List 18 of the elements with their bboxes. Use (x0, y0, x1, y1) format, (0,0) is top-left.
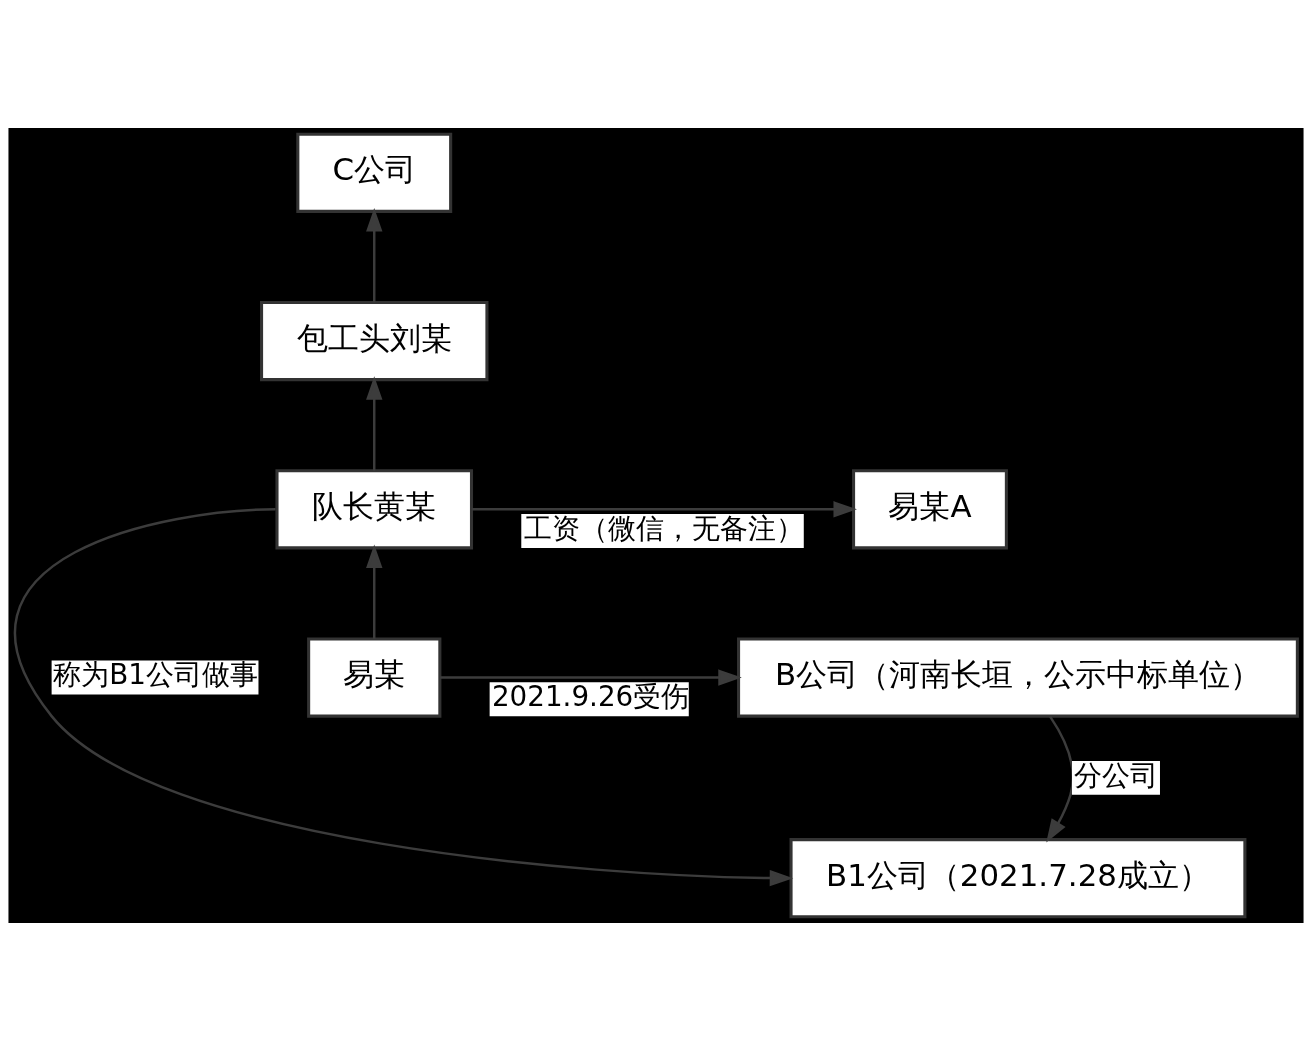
arrow (440, 668, 742, 686)
node-box: 队长黄某 (275, 468, 474, 549)
node-box: 易某A (852, 468, 1008, 549)
edge-label: 称为B1公司做事 (53, 657, 258, 691)
arrow (366, 207, 383, 302)
arrow (1046, 715, 1074, 843)
edge-label: 分公司 (1074, 758, 1159, 792)
node-box: 易某 (307, 636, 442, 718)
arrow (471, 500, 857, 517)
node-box: B1公司（2021.7.28成立） (789, 837, 1247, 918)
node-box: 包工头刘某 (260, 300, 489, 381)
edge-label: 2021.9.26受伤 (491, 679, 690, 713)
arrow (14, 507, 794, 886)
arrow (366, 375, 383, 471)
node-box: C公司 (296, 132, 453, 213)
arrow (366, 544, 383, 639)
edge-label: 工资（微信，无备注） (523, 511, 804, 545)
node-box: B公司（河南长垣，公示中标单位） (737, 636, 1299, 718)
